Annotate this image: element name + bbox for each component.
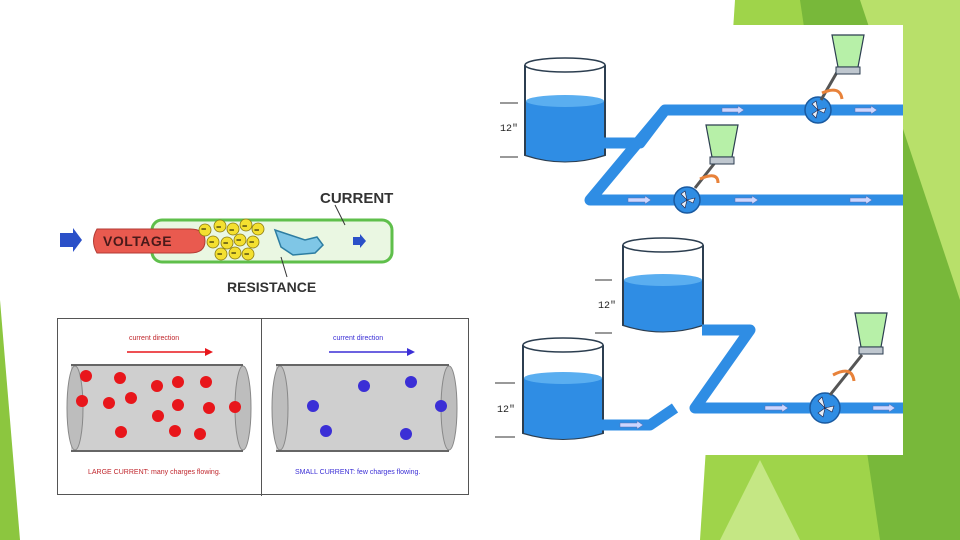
small-current-caption: SMALL CURRENT: few charges flowing. (295, 469, 421, 476)
charge-sign: − (231, 248, 237, 258)
large-current-direction-label: current direction (129, 335, 180, 342)
circuit-diagram-graphic (60, 204, 394, 278)
charges (198, 218, 265, 261)
input-arrow (60, 228, 82, 252)
small-current-pipe (271, 348, 458, 452)
charge-sign: − (254, 225, 260, 235)
bottom-water-system (495, 237, 903, 440)
current-comparison-graphic (66, 348, 458, 452)
charge-sign: − (201, 224, 207, 234)
current-label: CURRENT (320, 190, 394, 207)
charge-sign: − (216, 222, 222, 232)
bottom-short-tank-height-label: 12" (497, 405, 516, 416)
top-tank-height-label: 12" (500, 124, 519, 135)
bottom-tall-tank-height-label: 12" (598, 301, 617, 312)
charge-sign: − (217, 249, 223, 259)
large-current-pipe (66, 348, 252, 452)
top-water-system (500, 34, 903, 214)
resistance-hand (273, 228, 324, 256)
charge-sign: − (242, 221, 248, 231)
voltage-label: VOLTAGE (103, 233, 173, 249)
charge-sign: − (249, 237, 255, 247)
charge-sign: − (236, 235, 242, 245)
charge-sign: − (223, 238, 229, 248)
resistance-label: RESISTANCE (227, 279, 317, 295)
charge-sign: − (209, 237, 215, 247)
panel-divider (261, 319, 262, 496)
water-analogy-graphic (495, 34, 903, 440)
charge-sign: − (244, 249, 250, 259)
small-current-direction-label: current direction (333, 335, 384, 342)
output-arrow (353, 234, 366, 248)
charge-sign: − (229, 225, 235, 235)
large-current-caption: LARGE CURRENT: many charges flowing. (88, 469, 221, 476)
